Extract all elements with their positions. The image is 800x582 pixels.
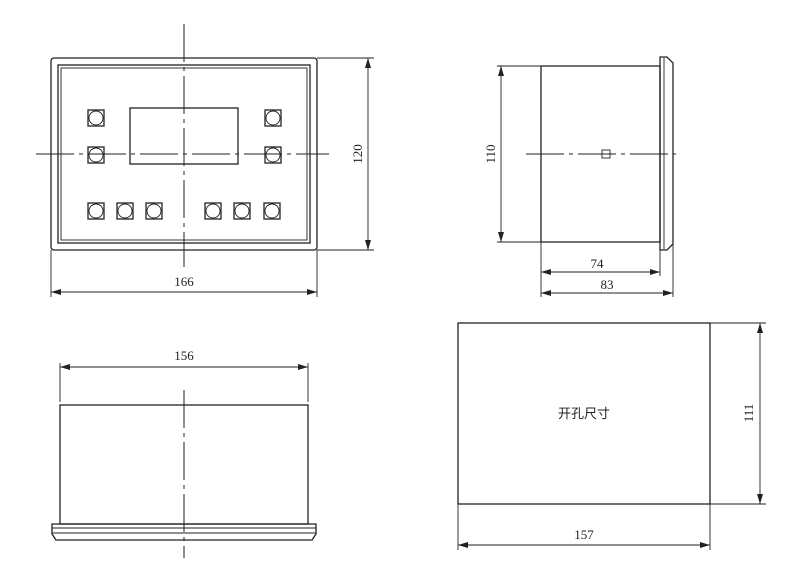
panel-button [264, 109, 282, 127]
cutout-view: 开孔尺寸 111 157 [457, 322, 766, 550]
bottom-view: 156 [51, 348, 317, 558]
dim-depth-74: 74 [591, 256, 605, 271]
side-view: 110 74 83 [483, 56, 676, 297]
dim-height-111: 111 [741, 404, 756, 423]
dim-width-157: 157 [574, 527, 594, 542]
panel-button [263, 202, 281, 220]
dim-width-166: 166 [174, 274, 194, 289]
panel-button [145, 202, 163, 220]
panel-button [116, 202, 134, 220]
panel-button [204, 202, 222, 220]
buttons [87, 109, 282, 220]
front-view: 120 166 [36, 24, 374, 297]
dim-width-156: 156 [174, 348, 194, 363]
panel-button [87, 146, 105, 164]
dim-height-120: 120 [350, 144, 365, 164]
panel-button [233, 202, 251, 220]
panel-button [87, 109, 105, 127]
cutout-title: 开孔尺寸 [558, 407, 610, 422]
dim-height-110: 110 [483, 144, 498, 163]
dim-depth-83: 83 [601, 277, 614, 292]
panel-button [87, 202, 105, 220]
panel-button [264, 146, 282, 164]
